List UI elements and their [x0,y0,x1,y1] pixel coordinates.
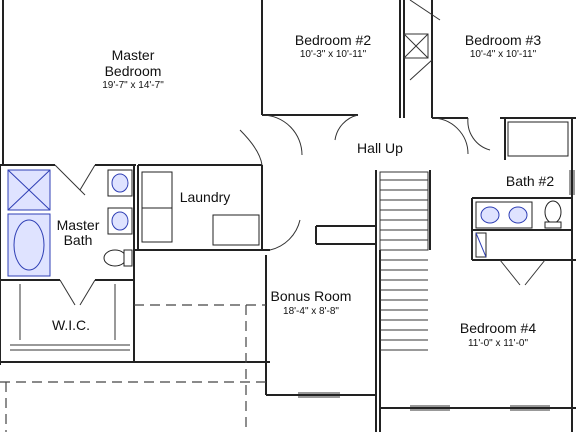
room-dimensions: 18'-4" x 8'-8" [283,306,339,317]
room-name: Bath #2 [506,173,554,189]
room-name: Hall Up [357,140,403,156]
toilet [103,249,127,267]
sink [111,173,129,193]
room-dimensions: 10'-3" x 10'-11" [300,49,367,60]
room-wic: W.I.C. [52,317,90,333]
wic-shelving [10,284,130,351]
room-hall-up: Hall Up [357,140,403,156]
windows [298,170,575,411]
room-bath-2: Bath #2 [506,173,554,189]
room-bedroom-3: Bedroom #3 10'-4" x 10'-11" [465,32,541,60]
room-bedroom-4: Bedroom #4 11'-0" x 11'-0" [460,320,536,349]
room-name: Bonus Room [271,288,352,304]
sink [480,206,500,224]
dashed-lines [0,304,268,432]
doors [54,0,546,306]
sink [508,206,528,224]
room-master-bath: Master Bath [57,217,100,248]
room-laundry: Laundry [180,189,231,205]
sink [111,211,129,231]
dryer [141,207,173,243]
stairs [379,171,431,351]
room-name: W.I.C. [52,317,90,333]
room-name: Bath [64,232,93,248]
bath-2-fixtures [475,121,569,258]
room-name: Bedroom #3 [465,32,541,48]
room-name: Master [57,217,100,233]
master-bath-fixtures [7,169,133,277]
room-dimensions: 10'-4" x 10'-11" [470,49,537,60]
room-dimensions: 11'-0" x 11'-0" [468,338,528,349]
room-name: Master [112,47,155,63]
room-bonus-room: Bonus Room 18'-4" x 8'-8" [271,288,352,317]
room-name: Laundry [180,189,231,205]
room-master-bedroom: Master Bedroom 19'-7" x 14'-7" [102,47,164,91]
toilet [544,200,562,224]
room-dimensions: 19'-7" x 14'-7" [102,80,164,91]
room-bedroom-2: Bedroom #2 10'-3" x 10'-11" [295,32,371,60]
laundry-fixtures [141,171,260,246]
room-name: Bedroom #2 [295,32,371,48]
room-name: Bedroom [105,63,162,79]
bathtub [507,121,569,157]
bathtub [7,213,51,277]
room-name: Bedroom #4 [460,320,536,336]
washer [141,171,173,209]
